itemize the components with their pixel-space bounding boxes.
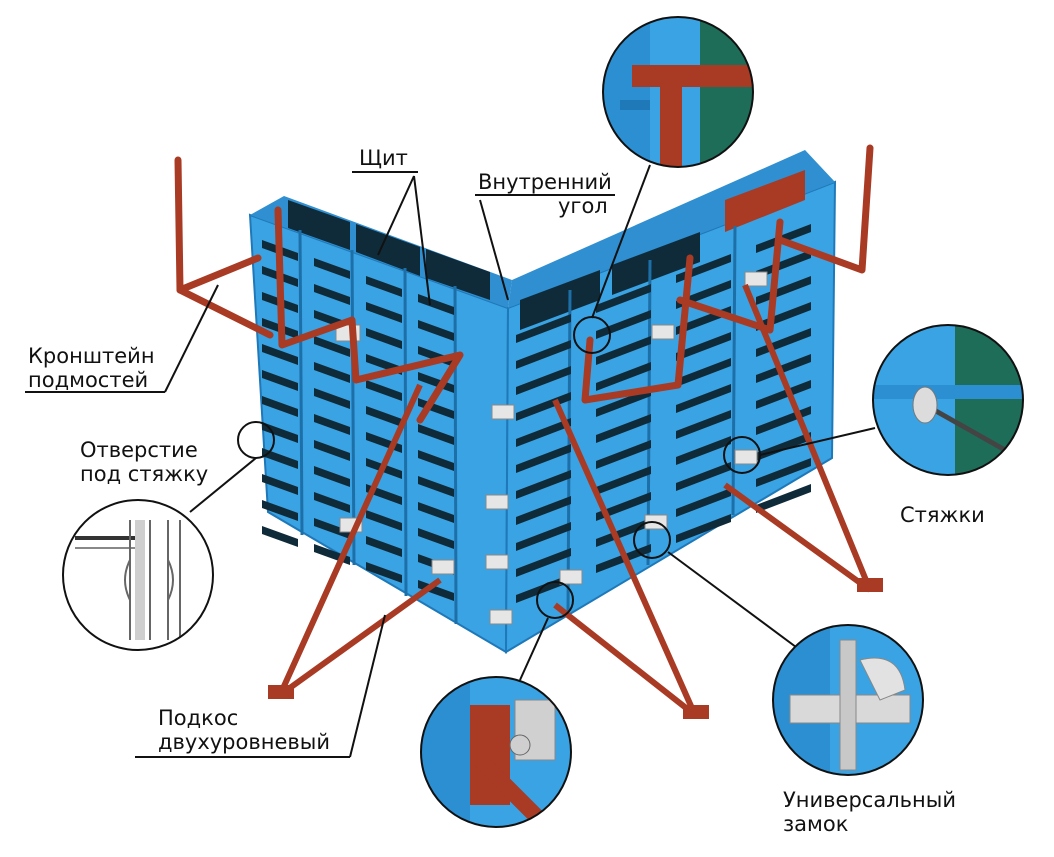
right-panel-slot xyxy=(596,492,651,521)
right-panel-slot xyxy=(516,522,571,551)
left-panel-slot xyxy=(314,492,350,513)
left-panel-slot xyxy=(262,526,298,547)
left-panel-slot xyxy=(262,396,298,417)
left-panel-slot xyxy=(366,276,402,297)
braces xyxy=(277,283,873,718)
label-inner-corner: Внутренний угол xyxy=(478,170,612,218)
left-panel-slot xyxy=(418,580,454,601)
right-panel-slot xyxy=(516,366,571,395)
left-panel-slot xyxy=(418,450,454,471)
left-panel-slot xyxy=(262,344,298,365)
left-panel-slot xyxy=(262,448,298,469)
right-panel-slot xyxy=(676,384,731,413)
right-panel-slot xyxy=(516,444,571,473)
right-panel-slot xyxy=(676,358,731,387)
right-panel-slot xyxy=(516,496,571,525)
right-panel-slot xyxy=(756,484,811,513)
callout-lines xyxy=(25,164,876,758)
left-panel-slot xyxy=(262,370,298,391)
right-panel-slot xyxy=(516,548,571,577)
right-panel-slot xyxy=(756,458,811,487)
right-panel-slot xyxy=(676,488,731,517)
left-panel-slot xyxy=(314,414,350,435)
right-panel-slot xyxy=(676,514,731,543)
right-panel-slot xyxy=(516,314,571,343)
inner-corner-icon xyxy=(602,16,754,168)
left-panel-slot xyxy=(314,388,350,409)
left-panel-slot xyxy=(366,562,402,583)
left-panel-slot xyxy=(314,518,350,539)
scaffold-brackets xyxy=(174,144,874,424)
label-brace: Подкос двухуровневый xyxy=(158,706,330,754)
left-panel-slot xyxy=(366,536,402,557)
left-panel-slot xyxy=(418,528,454,549)
left-panel-slot xyxy=(366,406,402,427)
right-panel-slot xyxy=(676,436,731,465)
right-panel-slot xyxy=(596,518,651,547)
left-panel-slot xyxy=(418,502,454,523)
left-panel-slot xyxy=(314,440,350,461)
left-panel-slot xyxy=(366,510,402,531)
left-panel-slot xyxy=(366,380,402,401)
label-bracket: Кронштейн подмостей xyxy=(28,344,155,392)
right-panel-slot xyxy=(596,414,651,443)
universal-clamp-icon xyxy=(772,624,924,776)
right-panel-slot xyxy=(756,250,811,279)
right-panel-slot xyxy=(676,332,731,361)
tie-hole-section-icon xyxy=(62,499,214,651)
right-panel-slot xyxy=(516,340,571,369)
left-panel-slot xyxy=(366,302,402,323)
right-panel-slot xyxy=(756,354,811,383)
left-panel-slot xyxy=(418,320,454,341)
left-panel-slot xyxy=(418,476,454,497)
right-panel-slot xyxy=(756,380,811,409)
label-ties: Стяжки xyxy=(900,503,985,527)
tie-rod-icon xyxy=(872,324,1024,476)
left-panel-slot xyxy=(262,500,298,521)
right-panel-slot xyxy=(596,440,651,469)
right-panel-slot xyxy=(596,284,651,313)
right-panel-slot xyxy=(596,388,651,417)
brace-feet xyxy=(268,578,883,719)
left-panel-slot xyxy=(418,294,454,315)
right-panel-slot xyxy=(516,470,571,499)
right-panel-slot xyxy=(676,462,731,491)
right-panel-slot xyxy=(596,336,651,365)
left-panel-slot xyxy=(314,466,350,487)
left-panel-slot xyxy=(418,372,454,393)
right-panel-slot xyxy=(516,418,571,447)
right-panel-slot xyxy=(596,362,651,391)
left-panel-slot xyxy=(314,336,350,357)
label-lock: Универсальный замок xyxy=(783,788,956,836)
right-panel-slot xyxy=(756,432,811,461)
left-panel-slot xyxy=(314,362,350,383)
left-panel-slot xyxy=(314,258,350,279)
right-panel-slot xyxy=(676,410,731,439)
left-panel-slot xyxy=(314,284,350,305)
left-panel-slot xyxy=(262,474,298,495)
left-panel-slot xyxy=(418,424,454,445)
left-wall-panel xyxy=(248,196,512,654)
left-panel-slot xyxy=(366,328,402,349)
brace-joint-icon xyxy=(420,676,572,828)
left-panel-slot xyxy=(262,422,298,443)
label-tie-hole: Отверстие под стяжку xyxy=(80,438,209,486)
right-panel-slot xyxy=(596,466,651,495)
label-shield: Щит xyxy=(359,146,408,170)
